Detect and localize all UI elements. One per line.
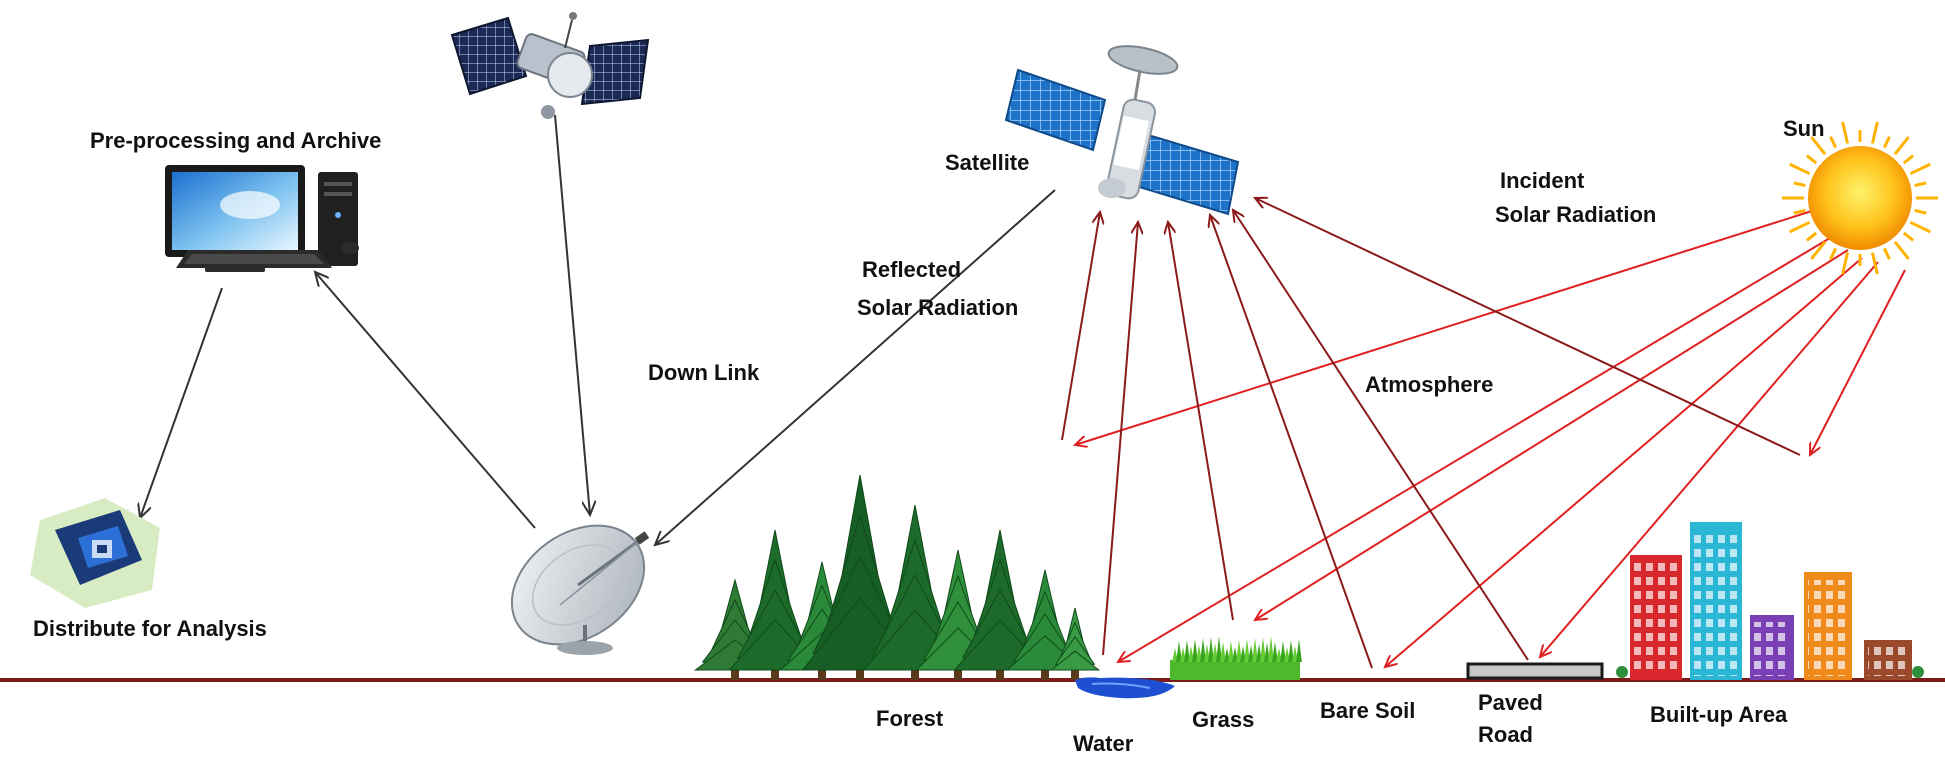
grass-blade bbox=[1244, 639, 1250, 662]
uplink-arrow bbox=[554, 114, 590, 515]
sun-ray bbox=[1829, 247, 1838, 260]
distribute-label: Distribute for Analysis bbox=[33, 616, 267, 641]
reflected-radiation-arrows bbox=[1061, 198, 1801, 669]
incident-radiation-arrows bbox=[1075, 209, 1906, 667]
distribute-icon bbox=[30, 498, 160, 608]
computer-to-distribute-arrow bbox=[140, 287, 223, 518]
grass-blade bbox=[1180, 647, 1186, 662]
sun-ray bbox=[1870, 121, 1879, 144]
grass-blade bbox=[1292, 646, 1298, 662]
grass-blade bbox=[1188, 646, 1194, 662]
downlink-arrow bbox=[655, 189, 1056, 545]
sun-ray bbox=[1914, 181, 1927, 188]
grass-blade bbox=[1200, 638, 1206, 662]
grass-blade bbox=[1232, 647, 1238, 662]
grass-blade bbox=[1208, 637, 1214, 662]
grass-label: Grass bbox=[1192, 707, 1254, 732]
sun-ray bbox=[1882, 247, 1891, 260]
labels: Pre-processing and Archive Distribute fo… bbox=[33, 116, 1825, 756]
sun-ray bbox=[1909, 162, 1931, 176]
grass-blade bbox=[1256, 644, 1262, 662]
grass-blade bbox=[1296, 639, 1302, 662]
sun-ray bbox=[1909, 220, 1931, 234]
grass-blade bbox=[1216, 636, 1222, 662]
grass-blade bbox=[1236, 640, 1242, 662]
buildings-icon bbox=[1616, 522, 1924, 680]
grass-blade bbox=[1248, 645, 1254, 662]
water-icon bbox=[1075, 677, 1175, 699]
grass-blade bbox=[1252, 638, 1258, 662]
sun-ray bbox=[1829, 136, 1838, 149]
sun-label: Sun bbox=[1783, 116, 1825, 141]
grass-blade bbox=[1212, 643, 1218, 662]
grass-icon bbox=[1170, 636, 1302, 680]
paved-label-line2: Road bbox=[1478, 722, 1533, 747]
sun-ray bbox=[1902, 231, 1915, 242]
tree bbox=[953, 529, 1047, 680]
imaging-satellite-icon bbox=[1004, 45, 1240, 216]
grass-blade bbox=[1196, 645, 1202, 662]
grass-blade bbox=[1264, 643, 1270, 662]
satellite-label: Satellite bbox=[945, 150, 1029, 175]
preprocessing-label: Pre-processing and Archive bbox=[90, 128, 381, 153]
forest-icon bbox=[693, 474, 1101, 680]
comm-satellite-icon bbox=[450, 12, 650, 119]
grass-blade bbox=[1268, 636, 1274, 662]
incident-label-line2: Solar Radiation bbox=[1495, 202, 1656, 227]
tree bbox=[1049, 607, 1101, 680]
sun-ray bbox=[1893, 240, 1910, 260]
reflected-label-line1: Reflected bbox=[862, 257, 961, 282]
sun-ray bbox=[1841, 121, 1850, 144]
incident-label-line1: Incident bbox=[1500, 168, 1585, 193]
sun-ray bbox=[1789, 220, 1811, 234]
sun-ray bbox=[1810, 240, 1827, 260]
downlink-label: Down Link bbox=[648, 360, 760, 385]
paved-label-line1: Paved bbox=[1478, 690, 1543, 715]
sun-ray bbox=[1893, 136, 1910, 156]
grass-blade bbox=[1176, 641, 1182, 662]
dish-to-computer-arrow bbox=[315, 272, 536, 529]
data-link-arrows bbox=[140, 114, 1056, 545]
sun-ray bbox=[1793, 208, 1806, 215]
grass-blade bbox=[1272, 642, 1278, 662]
grass-blade bbox=[1184, 640, 1190, 662]
grass-blade bbox=[1228, 641, 1234, 662]
grass-blade bbox=[1260, 637, 1266, 662]
forest-label: Forest bbox=[876, 706, 944, 731]
sun-ray bbox=[1914, 208, 1927, 215]
sun-ray bbox=[1793, 181, 1806, 188]
satellite-dish-icon bbox=[510, 524, 650, 655]
sun-ray bbox=[1805, 231, 1818, 242]
computer-icon bbox=[165, 165, 359, 272]
sun-ray bbox=[1902, 154, 1915, 165]
grass-blade bbox=[1204, 644, 1210, 662]
sun-ray bbox=[1841, 252, 1850, 275]
reflected-label-line2: Solar Radiation bbox=[857, 295, 1018, 320]
grass-blade bbox=[1280, 641, 1286, 662]
water-label: Water bbox=[1073, 731, 1134, 754]
atmosphere-label: Atmosphere bbox=[1365, 372, 1493, 397]
sun-ray bbox=[1882, 136, 1891, 149]
sun-ray bbox=[1870, 252, 1879, 275]
sun-ray bbox=[1810, 136, 1827, 156]
grass-blade bbox=[1240, 646, 1246, 662]
grass-blade bbox=[1192, 639, 1198, 662]
grass-blade bbox=[1284, 647, 1290, 662]
builtup-label: Built-up Area bbox=[1650, 702, 1788, 727]
grass-blade bbox=[1220, 642, 1226, 662]
bare-soil-label: Bare Soil bbox=[1320, 698, 1415, 723]
sun-ray bbox=[1789, 162, 1811, 176]
grass-blade bbox=[1288, 640, 1294, 662]
sun-icon bbox=[1782, 121, 1938, 275]
paved-road-icon bbox=[1466, 662, 1604, 680]
sun-ray bbox=[1805, 154, 1818, 165]
